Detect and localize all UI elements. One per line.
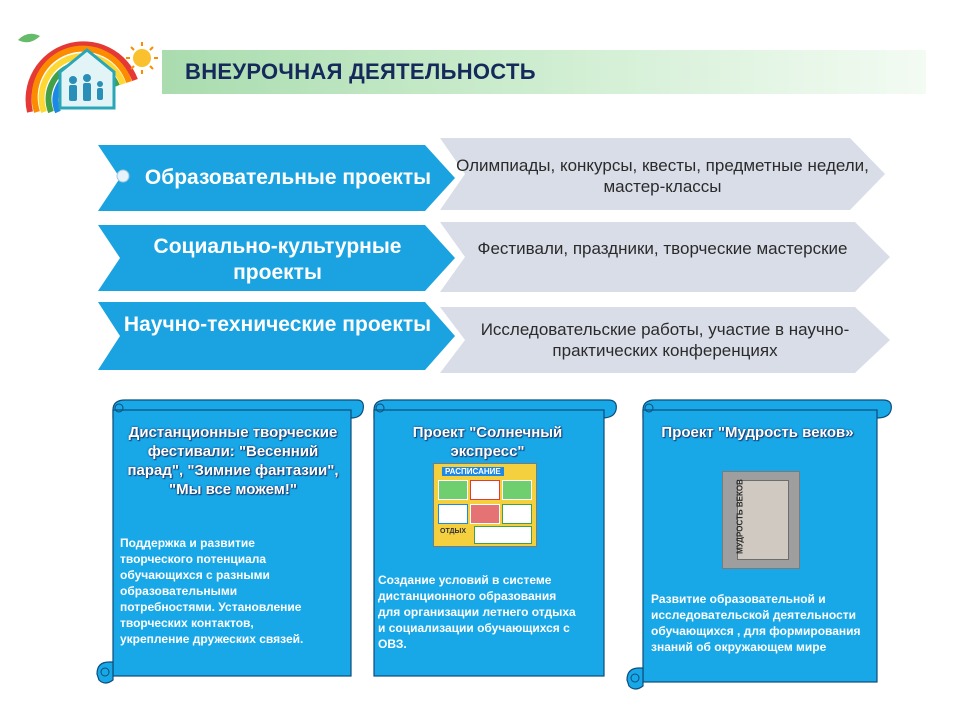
sun-icon: [126, 42, 158, 74]
row-1-label: Образовательные проекты: [144, 166, 432, 189]
row-3-label-chevron: [98, 302, 455, 370]
row-1-label-chevron: [98, 145, 455, 211]
row-2-description-chevron: [440, 222, 890, 292]
scroll-2-body: Создание условий в системе дистанционног…: [378, 573, 576, 651]
bullet-icon: [116, 169, 130, 183]
scroll-1-shape: [96, 399, 364, 684]
schedule-image-title: РАСПИСАНИЕ: [442, 467, 504, 476]
scroll-1-body: Поддержка и развитие творческого потенци…: [120, 536, 304, 646]
row-1-description: Олимпиады, конкурсы, квесты, предметные …: [456, 156, 869, 196]
scroll-3-heading: Проект "Мудрость веков»: [661, 424, 854, 441]
page-title: ВНЕУРОЧНАЯ ДЕЯТЕЛЬНОСТЬ: [185, 59, 536, 84]
title-band: [162, 50, 926, 94]
scroll-3-body: Развитие образовательной и исследователь…: [651, 592, 861, 654]
row-3-description-chevron: [440, 307, 890, 373]
row-1-description-chevron: [440, 138, 885, 210]
schedule-image-caption: ОТДЫХ: [440, 528, 467, 535]
scroll-1-heading: Дистанционные творческие фестивали: "Вес…: [127, 424, 339, 498]
row-2-label-chevron: [98, 225, 455, 291]
book-cover-title: МУДРОСТЬ ВЕКОВ: [735, 479, 745, 554]
scroll-2-heading: Проект "Солнечный экспресс": [412, 424, 563, 460]
row-2-label: Социально-культурные проекты: [153, 235, 402, 284]
book-cover-image: МУДРОСТЬ ВЕКОВ: [722, 471, 800, 569]
row-3-label: Научно-технические проекты: [123, 313, 432, 336]
row-3-description: Исследовательские работы, участие в науч…: [480, 320, 850, 360]
house-family-icon: [58, 48, 116, 110]
row-2-description: Фестивали, праздники, творческие мастерс…: [477, 239, 848, 258]
schedule-image: РАСПИСАНИЕ ОТДЫХ: [433, 463, 537, 547]
leaf-icon: [18, 33, 40, 43]
logo: [18, 33, 158, 114]
